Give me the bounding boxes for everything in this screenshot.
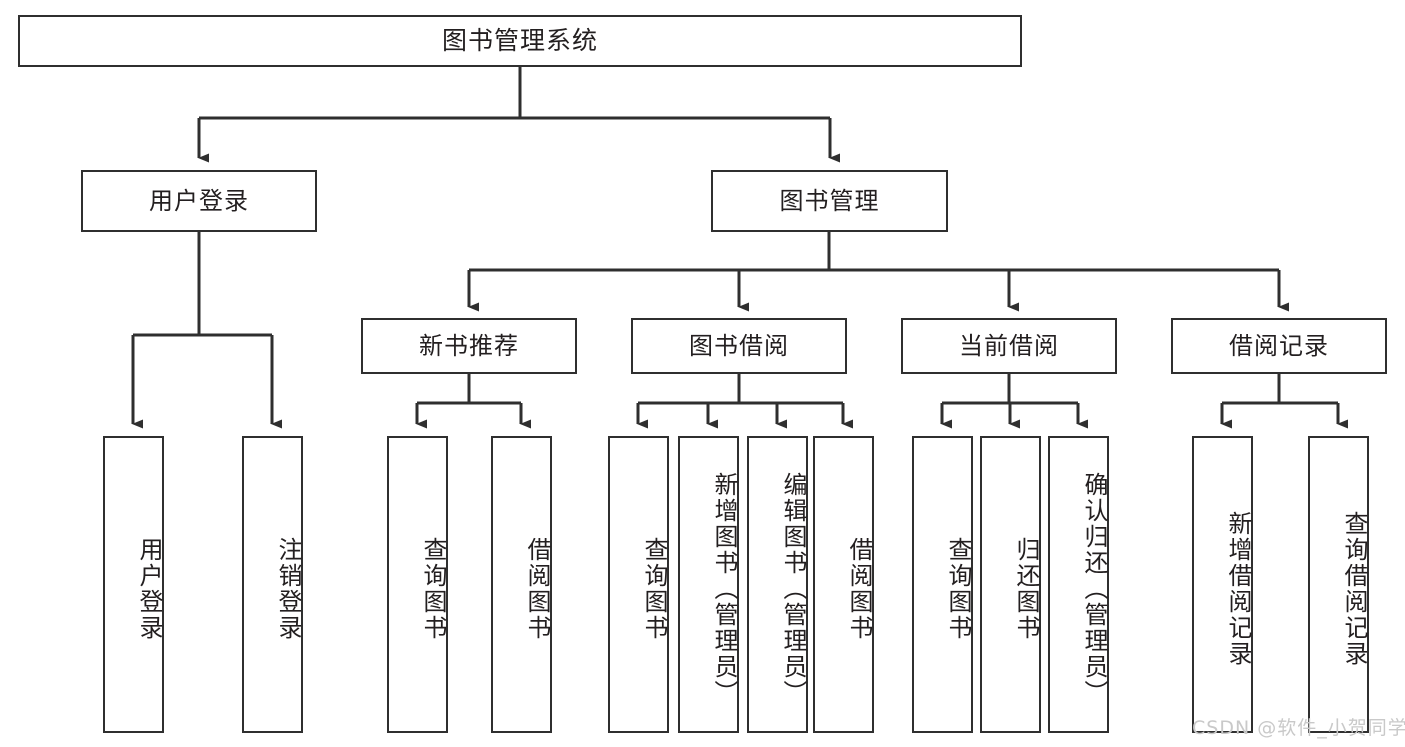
node-label: 查询图书: [944, 536, 972, 641]
node-label: 归还图书: [1012, 536, 1040, 641]
node-label: 编辑图书（管理员）: [779, 471, 807, 706]
leaf-borrow-record-query[interactable]: 查询借阅记录: [1308, 436, 1369, 733]
node-book-management[interactable]: 图书管理: [711, 170, 948, 232]
node-label: 当前借阅: [959, 331, 1059, 360]
leaf-user-login-login[interactable]: 用户登录: [103, 436, 164, 733]
node-label: 借阅图书: [523, 536, 551, 641]
node-root-book-management-system[interactable]: 图书管理系统: [18, 15, 1022, 67]
node-label: 用户登录: [149, 186, 249, 215]
node-label: 借阅图书: [845, 536, 873, 641]
leaf-user-login-logout[interactable]: 注销登录: [242, 436, 303, 733]
node-label: 查询图书: [640, 536, 668, 641]
leaf-new-book-borrow[interactable]: 借阅图书: [491, 436, 552, 733]
leaf-current-borrow-return[interactable]: 归还图书: [980, 436, 1041, 733]
node-label: 新书推荐: [419, 331, 519, 360]
leaf-book-borrow-edit[interactable]: 编辑图书（管理员）: [747, 436, 808, 733]
leaf-current-borrow-confirm-return[interactable]: 确认归还（管理员）: [1048, 436, 1109, 733]
node-label: 用户登录: [135, 536, 163, 641]
leaf-current-borrow-query[interactable]: 查询图书: [912, 436, 973, 733]
node-current-borrow[interactable]: 当前借阅: [901, 318, 1117, 374]
leaf-book-borrow-add[interactable]: 新增图书（管理员）: [678, 436, 739, 733]
node-label: 图书管理系统: [441, 26, 598, 56]
node-label: 新增借阅记录: [1224, 510, 1252, 667]
node-label: 新增图书（管理员）: [710, 471, 738, 706]
leaf-book-borrow-borrow[interactable]: 借阅图书: [813, 436, 874, 733]
node-label: 图书借阅: [689, 331, 789, 360]
node-label: 图书管理: [779, 186, 880, 215]
node-label: 确认归还（管理员）: [1080, 471, 1108, 706]
node-borrow-record[interactable]: 借阅记录: [1171, 318, 1387, 374]
node-label: 查询图书: [419, 536, 447, 641]
node-label: 查询借阅记录: [1340, 510, 1368, 667]
leaf-borrow-record-add[interactable]: 新增借阅记录: [1192, 436, 1253, 733]
node-book-borrow[interactable]: 图书借阅: [631, 318, 847, 374]
node-new-book-recommend[interactable]: 新书推荐: [361, 318, 577, 374]
node-label: 借阅记录: [1229, 331, 1329, 360]
node-user-login[interactable]: 用户登录: [81, 170, 317, 232]
node-label: 注销登录: [274, 536, 302, 641]
leaf-book-borrow-query[interactable]: 查询图书: [608, 436, 669, 733]
leaf-new-book-query[interactable]: 查询图书: [387, 436, 448, 733]
